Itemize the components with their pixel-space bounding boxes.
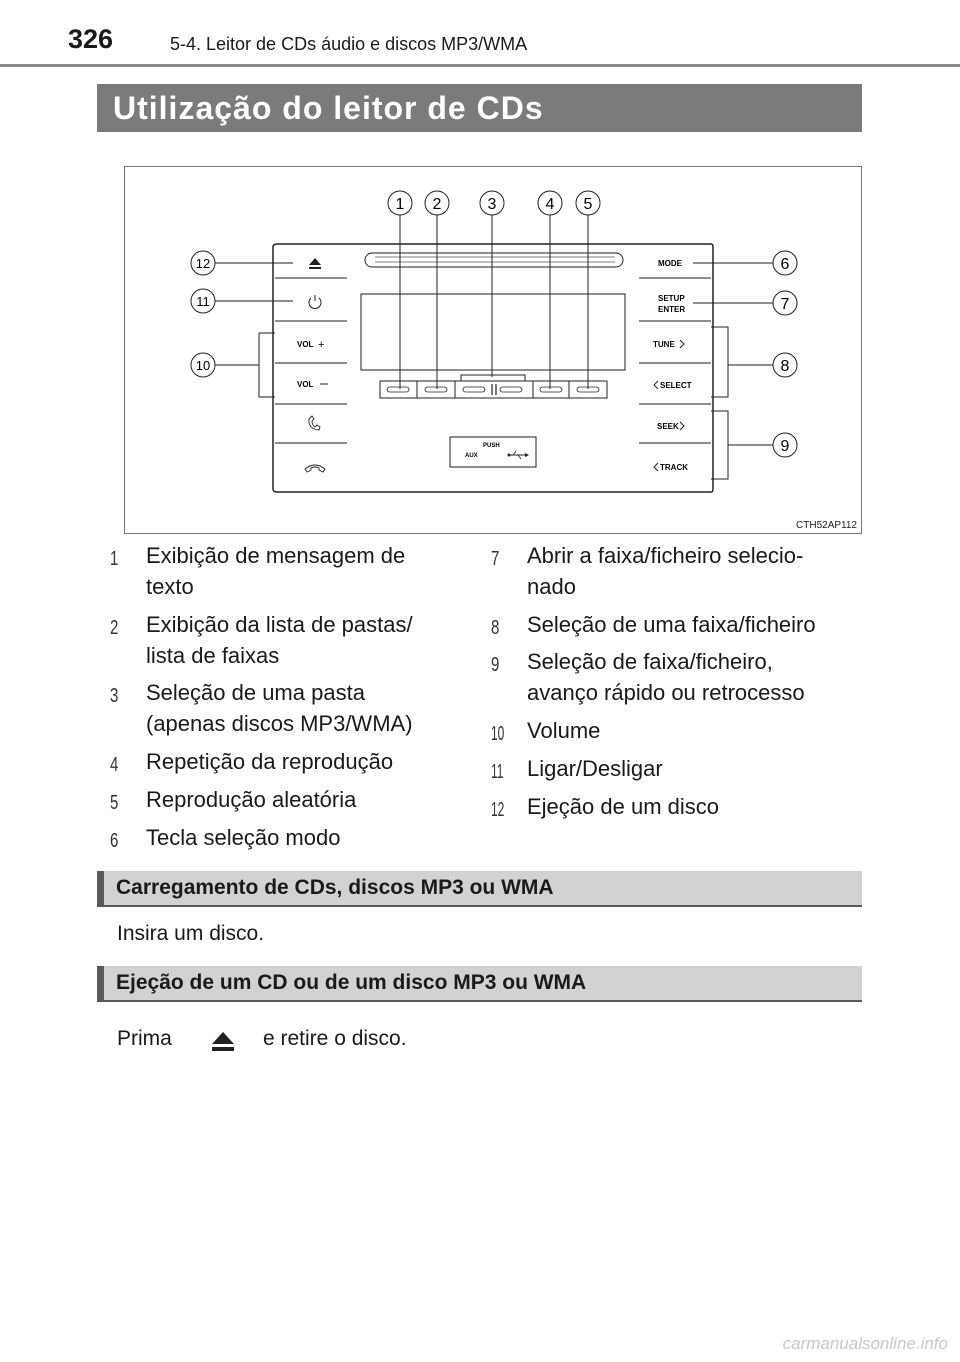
legend-text: Ligar/Desligar — [527, 756, 663, 781]
callout-3: 3 — [479, 190, 505, 216]
section-heading: Ejeção de um CD ou de um disco MP3 ou WM… — [97, 966, 862, 1002]
legend-text: Volume — [527, 718, 601, 743]
section-heading-text: Ejeção de um CD ou de um disco MP3 ou WM… — [116, 971, 587, 994]
figure-code: CTH52AP112 — [796, 520, 857, 531]
svg-text:9: 9 — [781, 438, 790, 455]
callout-9: 9 — [772, 432, 798, 458]
cd-player-figure: PUSH AUX VOL + VOL — [124, 166, 862, 534]
push-label: PUSH — [483, 443, 500, 449]
legend-number: 11 — [491, 761, 504, 783]
section-body-prefix: Prima — [117, 1027, 172, 1050]
aux-usb-box — [449, 436, 537, 468]
svg-text:4: 4 — [546, 196, 555, 213]
legend-number: 8 — [491, 617, 500, 639]
callout-6: 6 — [772, 250, 798, 276]
cd-player-diagram: PUSH AUX VOL + VOL — [190, 190, 798, 493]
preset-button-row — [379, 380, 608, 399]
plus-icon: + — [318, 339, 324, 351]
legend-text: Seleção de uma pasta (apenas discos MP3/… — [146, 680, 413, 736]
svg-text:8: 8 — [781, 358, 790, 375]
legend-text: Seleção de faixa/ficheiro, avanço rápido… — [527, 649, 805, 705]
eject-icon — [309, 258, 321, 269]
title-bar: Utilização do leitor de CDs — [97, 84, 862, 132]
setup-label: SETUP — [658, 294, 685, 303]
page-title: Utilização do leitor de CDs — [113, 90, 544, 126]
chevron-left-icon — [653, 380, 659, 390]
chevron-right-icon — [679, 421, 685, 431]
callout-11: 11 — [190, 288, 216, 314]
legend-text: Repetição da reprodução — [146, 749, 394, 774]
svg-text:5: 5 — [584, 196, 593, 213]
chevron-left-icon — [653, 462, 659, 472]
legend-number: 12 — [491, 799, 505, 821]
tune-label: TUNE — [653, 340, 675, 349]
section-heading-text: Carregamento de CDs, discos MP3 ou WMA — [116, 876, 554, 899]
header-divider — [0, 64, 960, 67]
select-label: SELECT — [660, 381, 692, 390]
display-screen — [360, 293, 626, 371]
legend-number: 1 — [110, 548, 119, 570]
vol-plus-label: VOL — [297, 340, 314, 349]
legend-number: 3 — [110, 685, 119, 707]
svg-text:7: 7 — [781, 296, 790, 313]
callout-12: 12 — [190, 250, 216, 276]
legend-text: Abrir a faixa/ficheiro selecio- nado — [527, 543, 804, 599]
callout-2: 2 — [424, 190, 450, 216]
svg-text:12: 12 — [196, 256, 210, 271]
power-icon — [308, 295, 322, 309]
eject-icon — [212, 1032, 234, 1051]
mode-label: MODE — [658, 259, 683, 268]
legend-number: 9 — [491, 654, 500, 676]
aux-label: AUX — [465, 453, 478, 459]
legend-text: Tecla seleção modo — [146, 825, 341, 850]
legend-number: 10 — [491, 723, 505, 745]
svg-text:10: 10 — [196, 358, 210, 373]
svg-text:3: 3 — [488, 196, 497, 213]
callout-8: 8 — [772, 352, 798, 378]
svg-text:2: 2 — [433, 196, 442, 213]
track-label: TRACK — [660, 463, 688, 472]
vol-minus-label: VOL — [297, 380, 314, 389]
section-heading: Carregamento de CDs, discos MP3 ou WMA — [97, 871, 862, 907]
legend-text: Reprodução aleatória — [146, 787, 357, 812]
callout-10: 10 — [190, 352, 216, 378]
watermark: carmanualsonline.info — [782, 1334, 948, 1353]
svg-text:6: 6 — [781, 256, 790, 273]
enter-label: ENTER — [658, 305, 685, 314]
legend-number: 4 — [110, 754, 119, 776]
usb-icon — [507, 450, 529, 460]
legend-text: Ejeção de um disco — [527, 794, 719, 819]
section-body: Insira um disco. — [117, 922, 265, 945]
callout-7: 7 — [772, 290, 798, 316]
section-body-suffix: e retire o disco. — [263, 1027, 407, 1050]
legend-number: 6 — [110, 830, 119, 852]
leader-lines — [215, 215, 773, 446]
panel-outline — [272, 243, 714, 493]
header-section-title: 5-4. Leitor de CDs áudio e discos MP3/WM… — [170, 34, 528, 54]
phone-icon — [308, 415, 321, 431]
chevron-right-icon — [679, 339, 685, 349]
seek-label: SEEK — [657, 422, 679, 431]
page-header: 326 5-4. Leitor de CDs áudio e discos MP… — [0, 0, 960, 67]
callout-4: 4 — [537, 190, 563, 216]
legend-number: 5 — [110, 792, 119, 814]
page-number: 326 — [68, 24, 114, 54]
svg-text:11: 11 — [196, 294, 210, 309]
hangup-icon — [304, 464, 326, 473]
legend-number: 7 — [491, 548, 500, 570]
legend-text: Exibição de mensagem de texto — [146, 543, 406, 599]
legend-number: 2 — [110, 617, 119, 639]
legend-text: Exibição da lista de pastas/ lista de fa… — [146, 612, 413, 668]
svg-text:1: 1 — [396, 196, 405, 213]
callout-5: 5 — [575, 190, 601, 216]
legend-text: Seleção de uma faixa/ficheiro — [527, 612, 816, 637]
callout-1: 1 — [387, 190, 413, 216]
cd-slot — [364, 252, 624, 268]
